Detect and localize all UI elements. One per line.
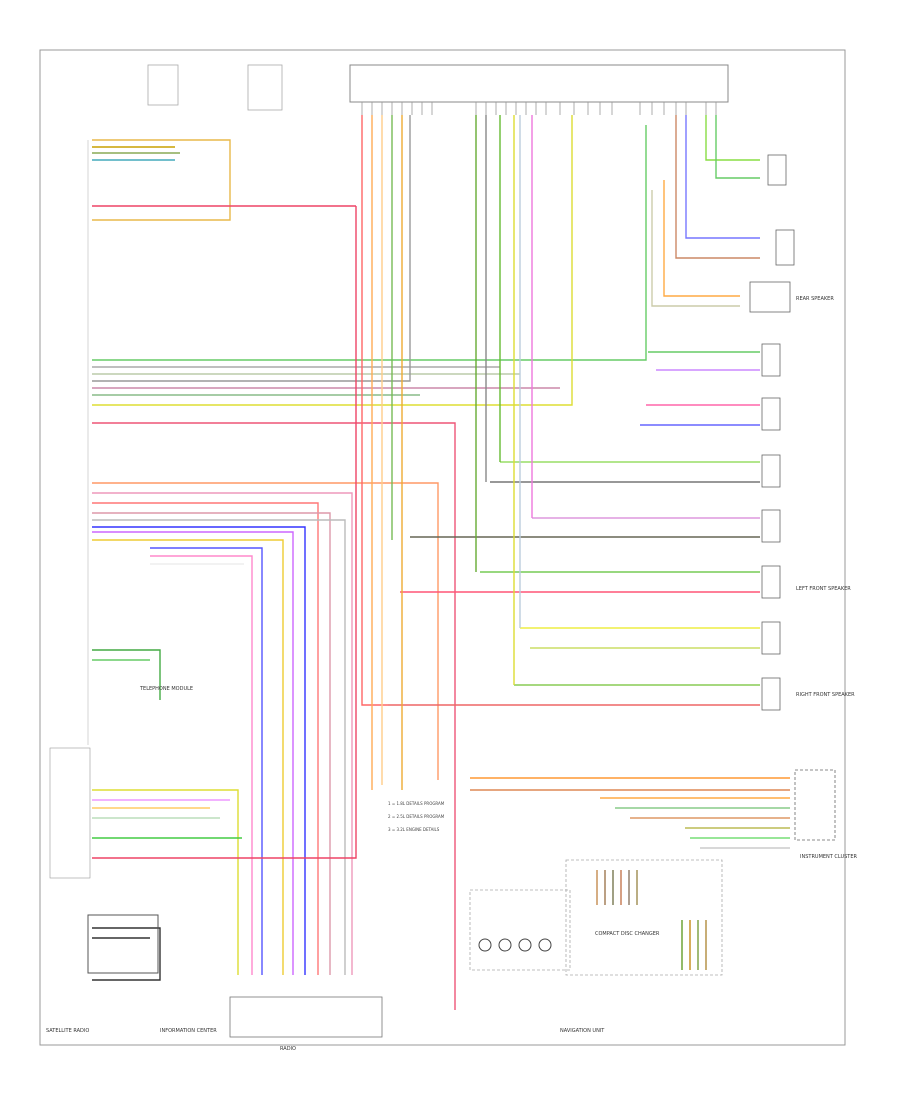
right-components — [749, 154, 836, 841]
bottom-center-box — [469, 889, 571, 971]
satellite-radio-box — [87, 914, 159, 974]
radio-unit-box — [229, 996, 383, 1038]
top-module-pins — [361, 102, 717, 115]
rear-speaker-label: REAR SPEAKER — [796, 296, 834, 302]
legend-item-2: 2 = 2.5L DETAILS PROGRAM — [388, 814, 445, 819]
bottom-pins — [596, 870, 707, 970]
instrument-cluster-label: INSTRUMENT CLUSTER — [800, 854, 858, 860]
diagram-frame — [39, 49, 846, 1046]
legend: 1 = 1.8L DETAILS PROGRAM 2 = 2.5L DETAIL… — [388, 801, 445, 832]
info-center-label: INFORMATION CENTER — [160, 1028, 217, 1034]
cd-changer-label: COMPACT DISC CHANGER — [595, 931, 660, 937]
round-connectors — [478, 938, 552, 952]
telephone-module-label: TELEPHONE MODULE — [139, 686, 193, 692]
left-front-speaker-label: LEFT FRONT SPEAKER — [796, 586, 851, 592]
wires — [92, 115, 790, 1010]
legend-item-3: 3 = 3.2L ENGINE DETAILS — [388, 827, 440, 832]
main-module-box — [349, 64, 729, 103]
bottom-center-box-2 — [565, 859, 723, 976]
relay-box — [247, 64, 283, 111]
satellite-radio-label: SATELLITE RADIO — [46, 1028, 89, 1034]
right-front-speaker-label: RIGHT FRONT SPEAKER — [796, 692, 855, 698]
fuse-box — [147, 64, 179, 106]
legend-item-1: 1 = 1.8L DETAILS PROGRAM — [388, 801, 445, 806]
info-center-box — [49, 747, 91, 879]
navigation-unit-label: NAVIGATION UNIT — [560, 1028, 605, 1034]
radio-label: RADIO — [280, 1046, 296, 1052]
component-labels: RADIO INSTRUMENT CLUSTER SATELLITE RADIO… — [46, 296, 858, 1052]
